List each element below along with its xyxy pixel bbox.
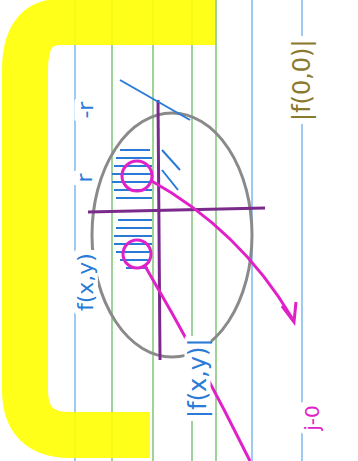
handwritten-note: |f(0,0)| [289, 36, 315, 124]
handwritten-note: f(x,y) [74, 250, 98, 314]
handwritten-note: r [74, 170, 98, 185]
handwritten-note: j-0 [301, 402, 323, 434]
handwritten-note: |f(x,y)| [185, 335, 211, 420]
handwritten-note: -r [74, 99, 98, 122]
